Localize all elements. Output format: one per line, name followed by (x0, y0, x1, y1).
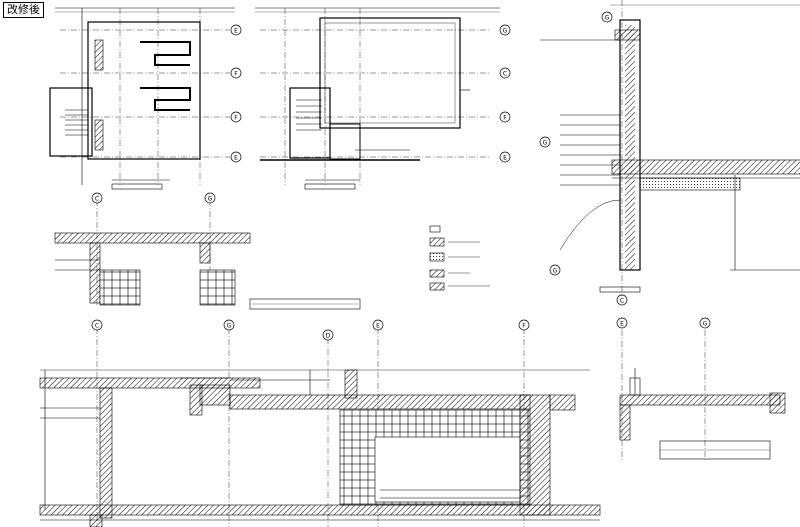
section-detail-middle-left (54, 200, 361, 310)
grid-bubble-label: E (503, 155, 507, 162)
grid-bubble: G (204, 192, 216, 204)
grid-bubble-label: D (326, 333, 331, 340)
grid-bubble-label: G (605, 15, 610, 22)
grid-bubble: E (230, 151, 242, 163)
grid-bubble: G (223, 319, 235, 331)
grid-bubble-label: E (620, 321, 624, 328)
grid-bubbles: C G E F F E G C F E G G G C C G D E F E G (91, 11, 711, 341)
drawing-title: 改修後 (3, 2, 44, 18)
grid-bubble-label: C (503, 71, 507, 78)
floor-plan-left (49, 7, 235, 190)
grid-bubble-label: E (234, 155, 238, 162)
grid-bubble: F (230, 67, 242, 79)
grid-bubble-label: G (543, 140, 548, 147)
grid-bubble: E (499, 151, 511, 163)
grid-bubble: C (91, 192, 103, 204)
grid-bubble-label: G (227, 323, 232, 330)
grid-bubble: G (699, 317, 711, 329)
grid-bubble: C (499, 67, 511, 79)
grid-bubble-label: F (234, 71, 238, 78)
grid-bubble-label: E (376, 323, 380, 330)
grid-bubble-label: F (503, 115, 507, 122)
grid-bubble-label: G (503, 28, 508, 35)
grid-bubble-label: G (553, 268, 558, 275)
grid-bubble-label: F (234, 115, 238, 122)
grid-bubble: G (549, 264, 561, 276)
grid-bubble-label: C (95, 323, 99, 330)
grid-bubble-label: C (95, 196, 99, 203)
grid-bubble-label: F (522, 323, 526, 330)
section-detail-bottom (39, 328, 601, 527)
section-detail-top-right (540, 0, 800, 295)
grid-bubble: G (601, 11, 613, 23)
grid-bubble: G (539, 136, 551, 148)
grid-bubble: G (499, 24, 511, 36)
grid-bubble: E (372, 319, 384, 331)
grid-bubble: C (91, 319, 103, 331)
grid-bubble: E (230, 24, 242, 36)
grid-bubble: F (499, 111, 511, 123)
grid-bubble: C (616, 294, 628, 306)
section-detail-bottom-right (619, 330, 786, 460)
legend (429, 225, 490, 291)
grid-bubble-label: G (208, 196, 213, 203)
floor-plan-middle (255, 7, 500, 190)
grid-bubble-label: G (703, 321, 708, 328)
grid-bubble: E (616, 317, 628, 329)
grid-bubble: F (518, 319, 530, 331)
grid-bubble: D (322, 329, 334, 341)
grid-bubble-label: E (234, 28, 238, 35)
grid-bubble: F (230, 111, 242, 123)
grid-bubble-label: C (620, 298, 624, 305)
